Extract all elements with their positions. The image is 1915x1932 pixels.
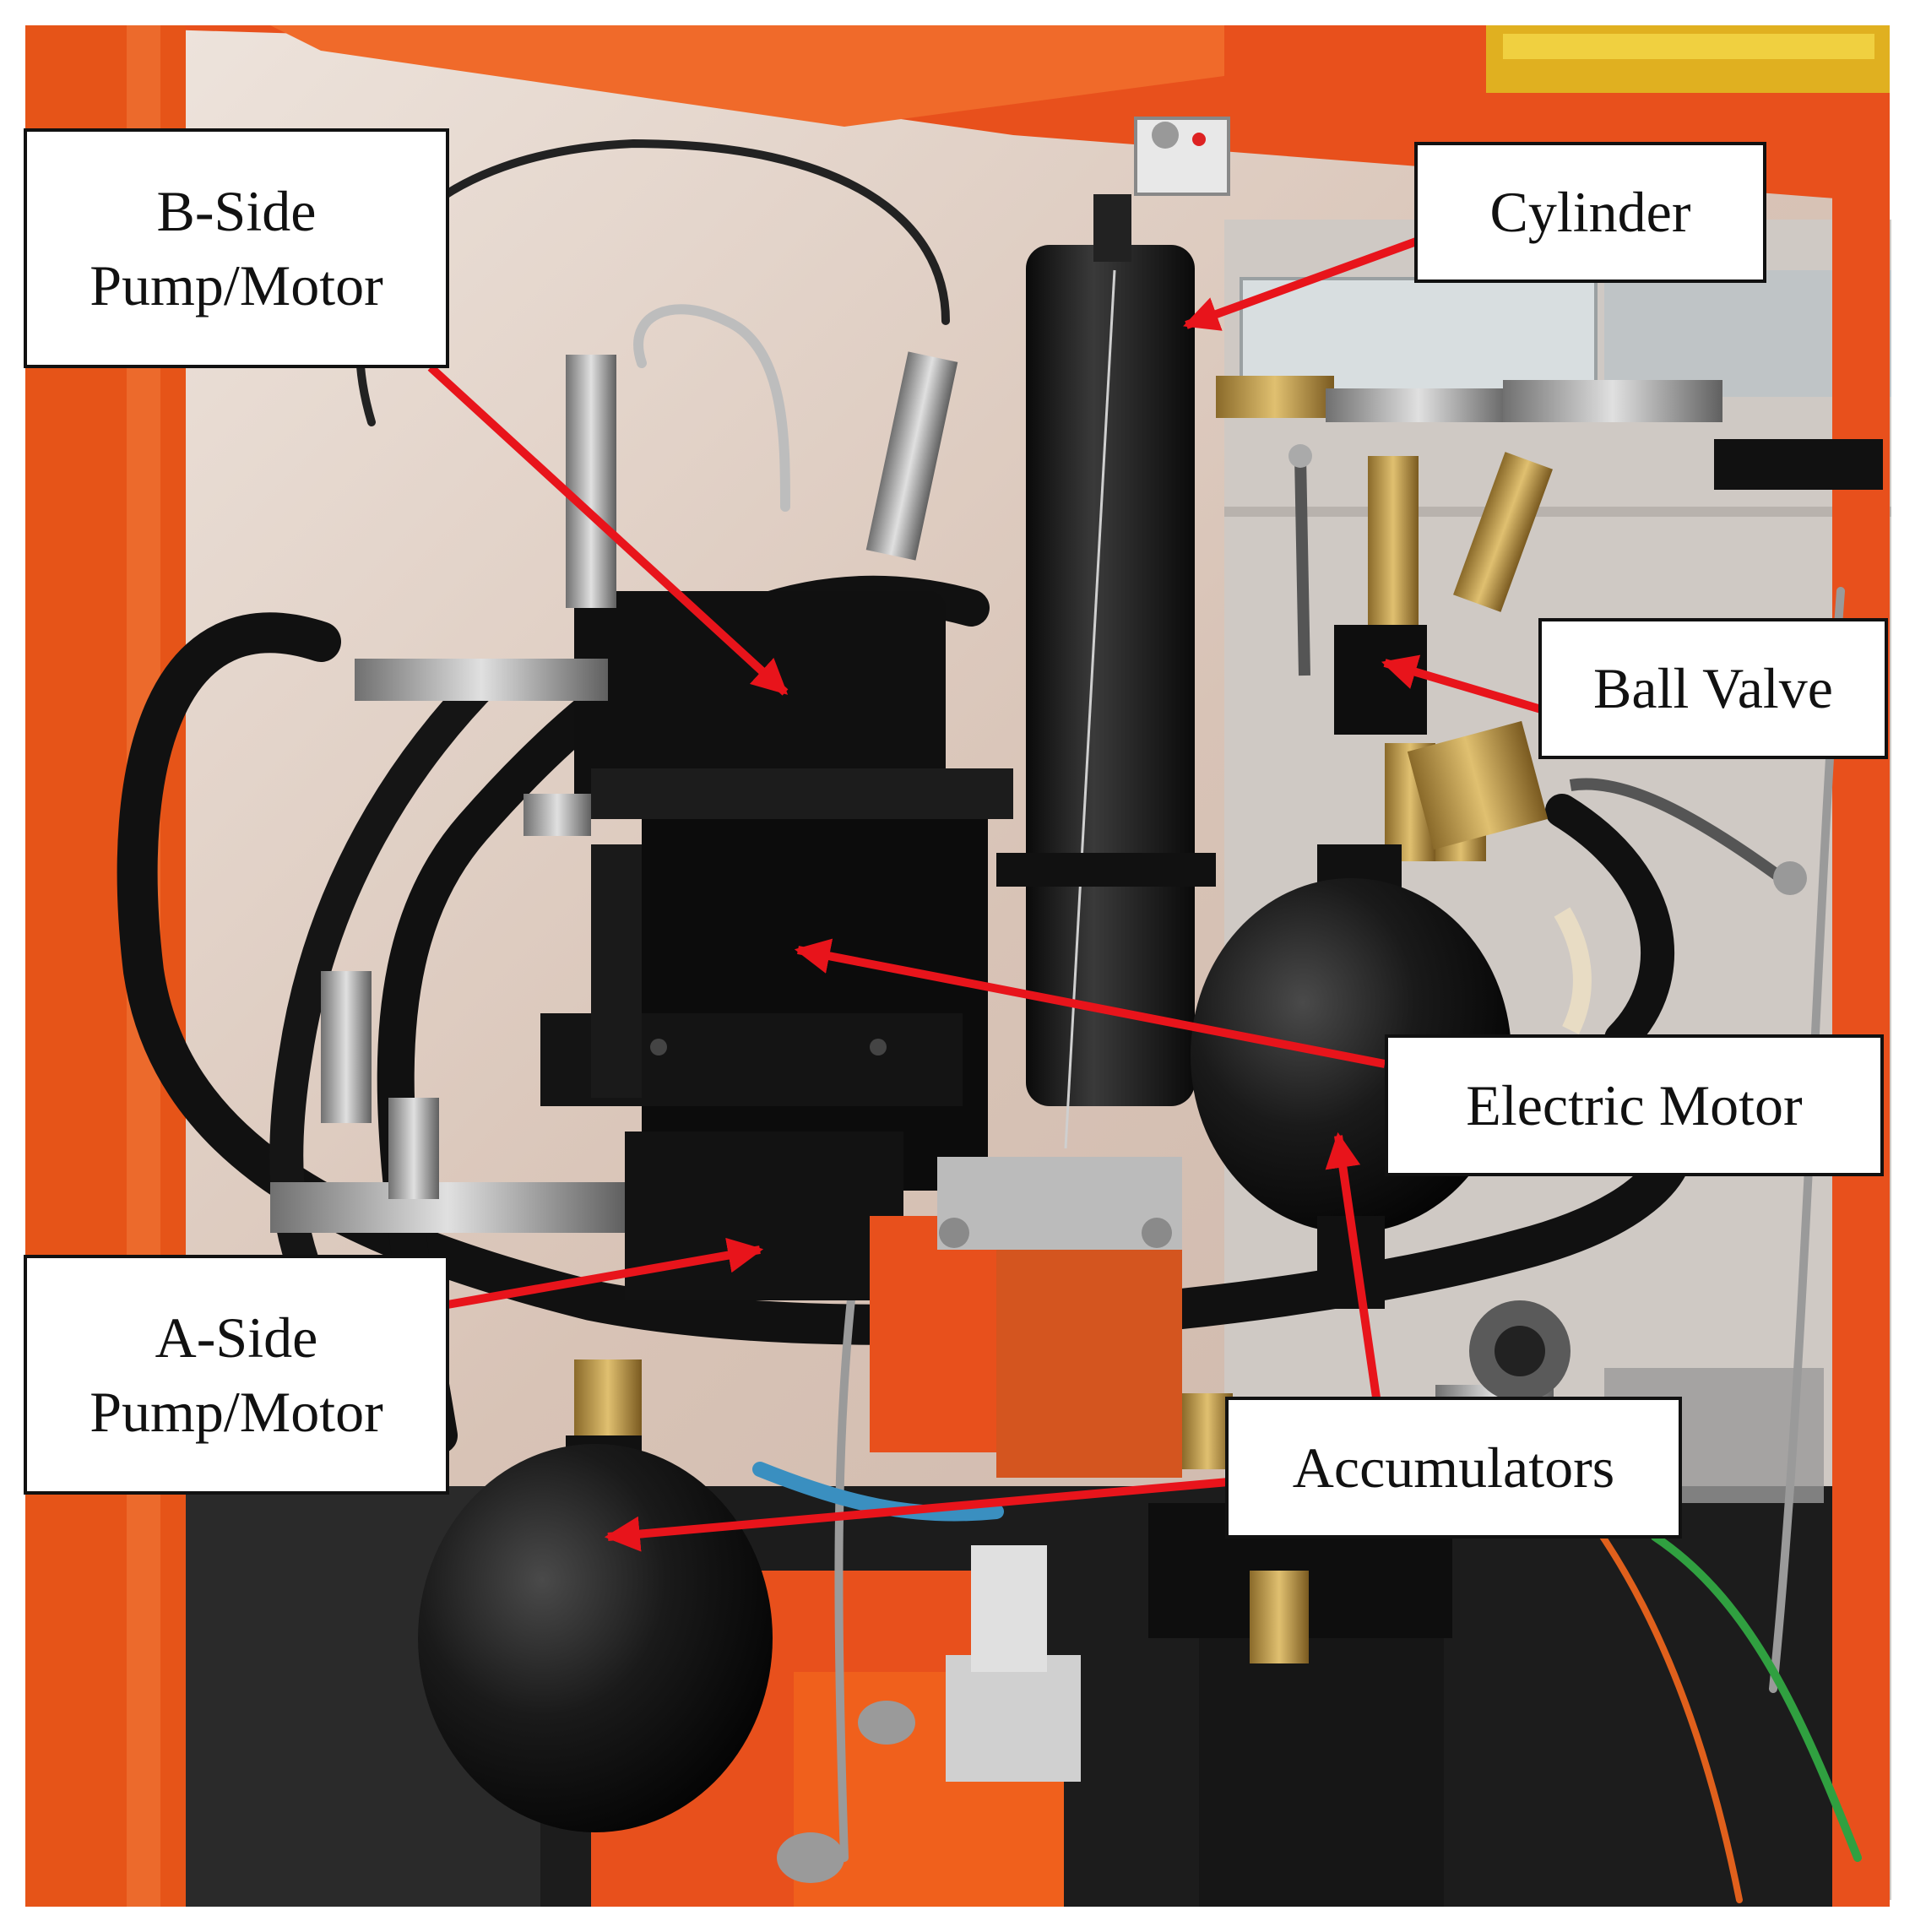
label-electric-motor-text: Electric Motor bbox=[1466, 1072, 1803, 1137]
orange-frame-right bbox=[1832, 25, 1890, 1907]
label-a-side-text: A-Side Pump/Motor bbox=[90, 1305, 383, 1444]
label-a-side-pump-motor: A-Side Pump/Motor bbox=[24, 1255, 449, 1495]
label-cylinder-text: Cylinder bbox=[1489, 180, 1691, 245]
arrow-accumulator-left bbox=[604, 1478, 1229, 1552]
label-ball-valve-text: Ball Valve bbox=[1593, 656, 1833, 721]
arrow-b-side bbox=[427, 364, 789, 696]
label-accumulators: Accumulators bbox=[1225, 1397, 1682, 1539]
cylinder bbox=[1026, 245, 1195, 1106]
arrow-a-side bbox=[447, 1237, 764, 1309]
label-electric-motor: Electric Motor bbox=[1385, 1034, 1884, 1176]
annotation-arrows bbox=[427, 236, 1543, 1552]
arrow-cylinder bbox=[1183, 236, 1420, 331]
label-b-side-pump-motor: B-Side Pump/Motor bbox=[24, 128, 449, 368]
label-accumulators-text: Accumulators bbox=[1292, 1435, 1615, 1500]
ball-valve-body bbox=[1334, 625, 1427, 735]
arrow-accumulator-right bbox=[1325, 1132, 1381, 1398]
orange-bracket bbox=[870, 1216, 996, 1452]
arrow-electric-motor bbox=[794, 938, 1386, 1068]
accumulator-left bbox=[418, 1435, 773, 1832]
fittings bbox=[270, 351, 1883, 1663]
label-b-side-text: B-Side Pump/Motor bbox=[90, 178, 383, 317]
pump-motor-assembly bbox=[540, 591, 1013, 1300]
label-ball-valve: Ball Valve bbox=[1538, 618, 1888, 759]
arrow-ball-valve bbox=[1381, 654, 1543, 714]
label-cylinder: Cylinder bbox=[1414, 142, 1766, 283]
hose-large-loop bbox=[117, 612, 1695, 1345]
